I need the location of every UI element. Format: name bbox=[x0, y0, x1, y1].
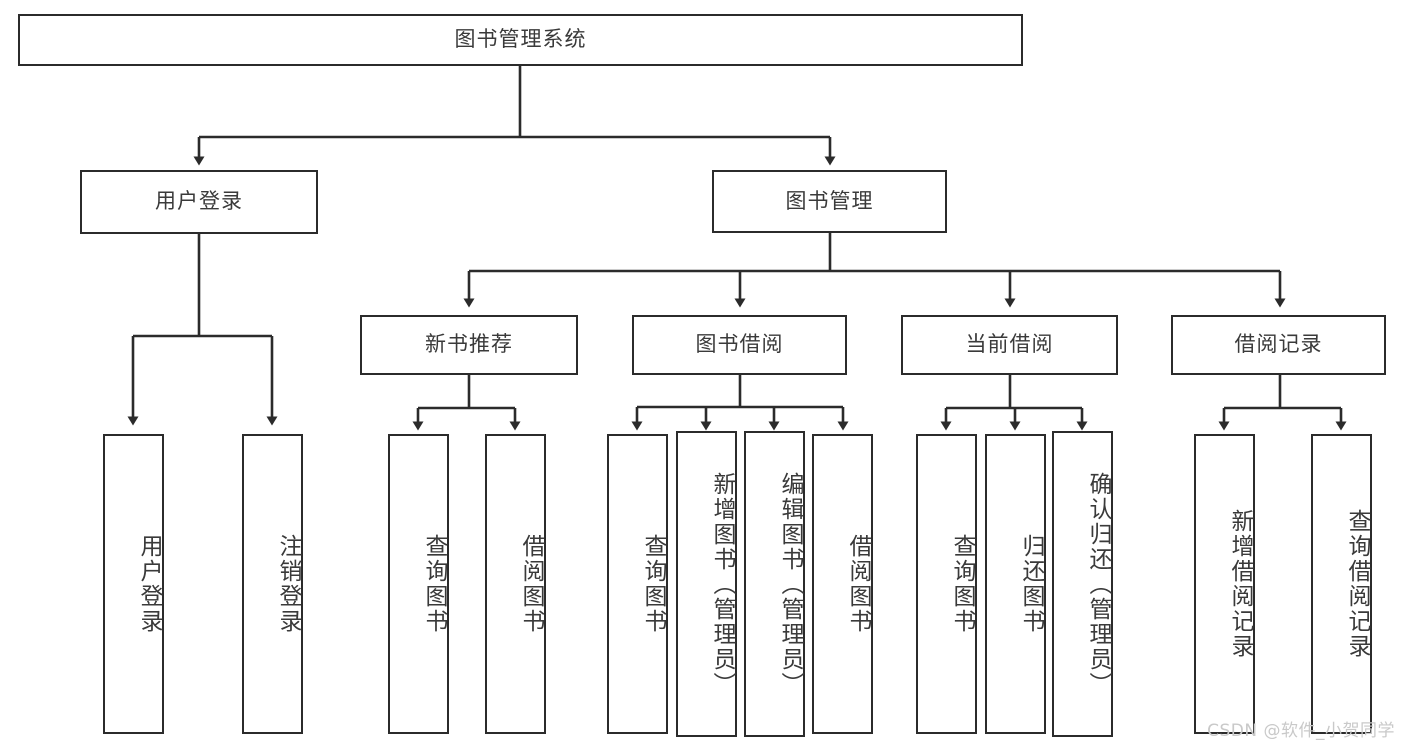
node-label: 确认归还（管理员） bbox=[1085, 471, 1111, 697]
node-leaf-edit-book-admin[interactable]: 编辑图书（管理员） bbox=[744, 431, 805, 737]
node-label: 借阅图书 bbox=[518, 534, 544, 634]
node-label: 查询图书 bbox=[640, 534, 666, 634]
node-user-login[interactable]: 用户登录 bbox=[80, 170, 318, 234]
node-leaf-add-borrow-record[interactable]: 新增借阅记录 bbox=[1194, 434, 1255, 734]
node-label: 借阅记录 bbox=[1234, 332, 1323, 357]
node-borrow-record[interactable]: 借阅记录 bbox=[1171, 315, 1386, 375]
node-label: 查询图书 bbox=[421, 534, 447, 634]
node-leaf-confirm-return-admin[interactable]: 确认归还（管理员） bbox=[1052, 431, 1113, 737]
node-leaf-user-login[interactable]: 用户登录 bbox=[103, 434, 164, 734]
node-leaf-add-book-admin[interactable]: 新增图书（管理员） bbox=[676, 431, 737, 737]
node-label: 图书借阅 bbox=[695, 332, 784, 357]
node-label: 用户登录 bbox=[155, 189, 243, 214]
node-leaf-logout-login[interactable]: 注销登录 bbox=[242, 434, 303, 734]
node-label: 新增图书（管理员） bbox=[709, 471, 735, 697]
node-book-management[interactable]: 图书管理 bbox=[712, 170, 947, 233]
watermark-text: CSDN @软件_小贺同学 bbox=[1207, 721, 1395, 741]
node-label: 借阅图书 bbox=[845, 534, 871, 634]
node-leaf-query-book-3[interactable]: 查询图书 bbox=[916, 434, 977, 734]
node-label: 归还图书 bbox=[1018, 534, 1044, 634]
node-leaf-borrow-book-1[interactable]: 借阅图书 bbox=[485, 434, 546, 734]
node-leaf-borrow-book-2[interactable]: 借阅图书 bbox=[812, 434, 873, 734]
node-label: 查询借阅记录 bbox=[1344, 509, 1370, 659]
node-leaf-query-book-2[interactable]: 查询图书 bbox=[607, 434, 668, 734]
node-label: 新增借阅记录 bbox=[1227, 509, 1253, 659]
node-label: 编辑图书（管理员） bbox=[777, 471, 803, 697]
node-label: 注销登录 bbox=[275, 534, 301, 634]
node-leaf-return-book[interactable]: 归还图书 bbox=[985, 434, 1046, 734]
node-label: 当前借阅 bbox=[965, 332, 1054, 357]
node-current-borrow[interactable]: 当前借阅 bbox=[901, 315, 1118, 375]
node-new-book-recommend[interactable]: 新书推荐 bbox=[360, 315, 578, 375]
node-label: 新书推荐 bbox=[425, 332, 513, 357]
node-book-management-system[interactable]: 图书管理系统 bbox=[18, 14, 1023, 66]
node-leaf-query-borrow-record[interactable]: 查询借阅记录 bbox=[1311, 434, 1372, 734]
node-label: 图书管理 bbox=[785, 188, 874, 213]
node-label: 查询图书 bbox=[949, 534, 975, 634]
node-book-borrow[interactable]: 图书借阅 bbox=[632, 315, 847, 375]
node-label: 用户登录 bbox=[136, 534, 162, 634]
node-leaf-query-book-1[interactable]: 查询图书 bbox=[388, 434, 449, 734]
node-label: 图书管理系统 bbox=[454, 27, 587, 52]
